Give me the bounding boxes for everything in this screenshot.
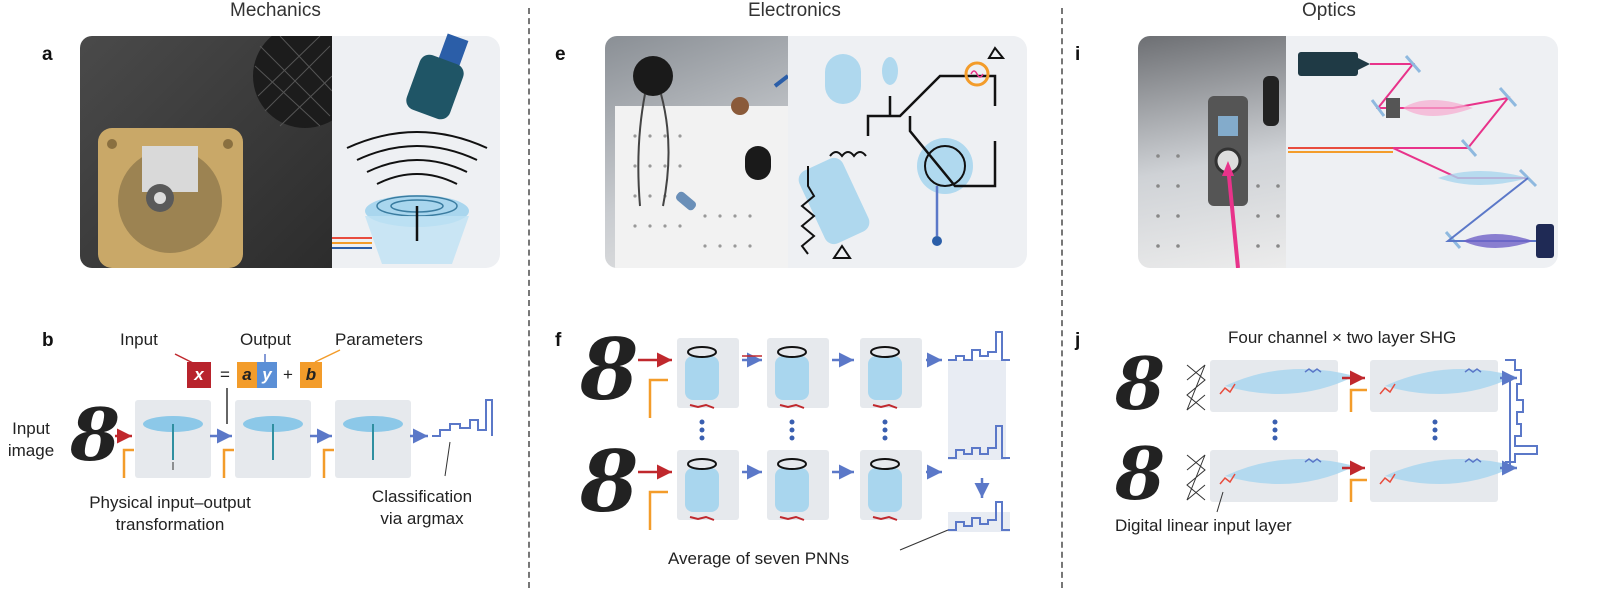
panel-letter-e: e (555, 44, 566, 65)
column-divider (528, 8, 530, 588)
input-image-label-line1: Input (12, 419, 50, 438)
optics-table-photo (1138, 36, 1286, 268)
digit-eight-optics-bottom: 8 (1115, 431, 1166, 516)
panel-letter-j: j (1075, 330, 1081, 351)
panel-letter-b: b (42, 330, 54, 351)
optics-diagram (1288, 52, 1554, 258)
input-image-label-line2: image (7, 441, 55, 460)
output-label: Output (240, 330, 292, 349)
equation-equals: = (220, 365, 230, 384)
optics-pipeline (1186, 359, 1538, 513)
classification-caption: Classification via argmax (352, 486, 492, 530)
digit-eight-mechanics: 8 (70, 392, 121, 477)
four-channel-label: Four channel × two layer SHG (1228, 328, 1457, 347)
speaker-diagram (332, 33, 488, 264)
panel-letter-f: f (555, 330, 562, 351)
classification-caption-line1: Classification (371, 487, 473, 506)
panel-letter-a: a (42, 44, 53, 65)
equation-x: x (187, 362, 211, 388)
digit-eight-electronics-bottom: 8 (580, 432, 639, 531)
column-title-optics: Optics (1302, 0, 1356, 21)
panel-letter-i: i (1075, 44, 1081, 65)
input-label: Input (120, 330, 158, 349)
input-image-label: Input image (0, 418, 62, 462)
average-of-seven-pnns-label: Average of seven PNNs (668, 549, 850, 568)
mechanics-pipeline (115, 399, 493, 478)
equation-stem (226, 388, 228, 424)
equation-a: a (237, 362, 257, 388)
electronics-pipeline (638, 331, 1010, 551)
column-title-mechanics: Mechanics (230, 0, 321, 21)
transformation-caption: Physical input–output transformation (55, 492, 285, 536)
equation-b: b (300, 362, 322, 388)
classification-caption-line2: via argmax (380, 509, 464, 528)
circuit-diagram (798, 46, 1006, 259)
digit-eight-electronics-top: 8 (580, 320, 639, 419)
transformation-caption-line1: Physical input–output (89, 493, 251, 512)
equation-plus: + (283, 365, 293, 384)
digit-eight-optics-top: 8 (1115, 341, 1166, 426)
transformation-caption-line2: transformation (115, 515, 225, 534)
digital-linear-input-layer-label: Digital linear input layer (1115, 516, 1292, 535)
parameters-label: Parameters (335, 330, 423, 349)
column-divider (1061, 8, 1063, 588)
breadboard-photo (605, 36, 788, 268)
speaker-photo (80, 36, 332, 268)
equation-y: y (257, 362, 277, 388)
column-title-electronics: Electronics (748, 0, 841, 21)
